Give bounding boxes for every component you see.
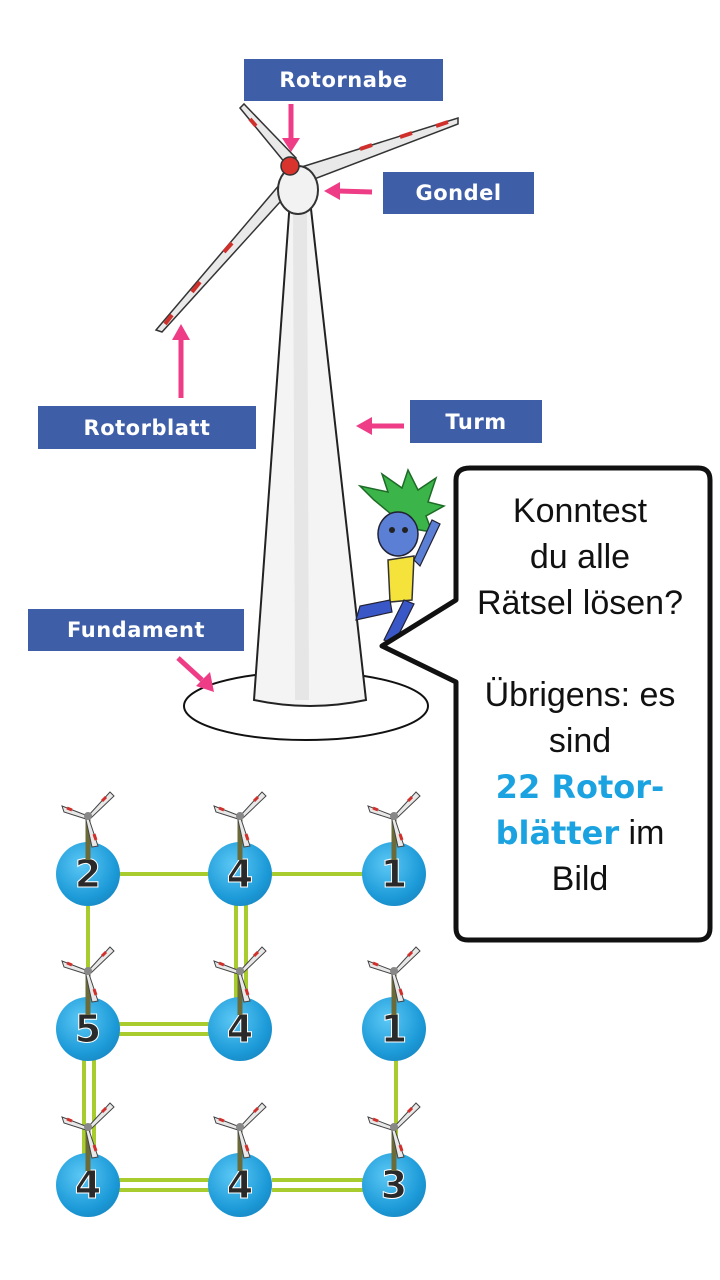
puzzle-node: 4 bbox=[56, 1153, 120, 1217]
speech-bubble bbox=[379, 465, 713, 943]
arrow-gondel bbox=[324, 182, 373, 200]
bubble-line-rest: im bbox=[619, 814, 665, 852]
label-fundament: Fundament bbox=[28, 609, 244, 651]
bubble-line: du alle bbox=[529, 538, 631, 576]
label-gondel: Gondel bbox=[383, 172, 534, 214]
tower bbox=[252, 199, 368, 707]
puzzle-node: 2 bbox=[56, 842, 120, 906]
bubble-highlight: 22 Rotor- bbox=[495, 768, 665, 806]
bubble-line: Übrigens: es bbox=[484, 676, 676, 714]
puzzle-node: 4 bbox=[208, 1153, 272, 1217]
arrows bbox=[172, 104, 404, 692]
label-rotornabe: Rotornabe bbox=[244, 59, 443, 101]
bubble-line: Rätsel lösen? bbox=[476, 584, 683, 622]
puzzle-node: 4 bbox=[208, 842, 272, 906]
speech-bubble-text: Konntest du alle Rätsel lösen? Übrigens:… bbox=[458, 488, 702, 902]
arrow-rotorblatt bbox=[172, 324, 190, 398]
arrow-fundament bbox=[176, 656, 214, 692]
bubble-line: blätter im bbox=[458, 810, 702, 856]
bubble-line: sind bbox=[548, 722, 612, 760]
puzzle-node: 5 bbox=[56, 997, 120, 1061]
label-turm: Turm bbox=[410, 400, 542, 443]
puzzle-node: 1 bbox=[362, 997, 426, 1061]
puzzle-node: 1 bbox=[362, 842, 426, 906]
bubble-line: Bild bbox=[551, 860, 609, 898]
arrow-rotornabe bbox=[282, 104, 300, 152]
character-mascot bbox=[355, 468, 447, 645]
bubble-line: Konntest bbox=[512, 492, 648, 530]
puzzle-node: 4 bbox=[208, 997, 272, 1061]
label-rotorblatt: Rotorblatt bbox=[38, 406, 256, 449]
arrow-turm bbox=[356, 417, 404, 435]
rotor-hub bbox=[280, 156, 300, 176]
bubble-highlight: blätter bbox=[495, 814, 620, 852]
puzzle-node: 3 bbox=[362, 1153, 426, 1217]
